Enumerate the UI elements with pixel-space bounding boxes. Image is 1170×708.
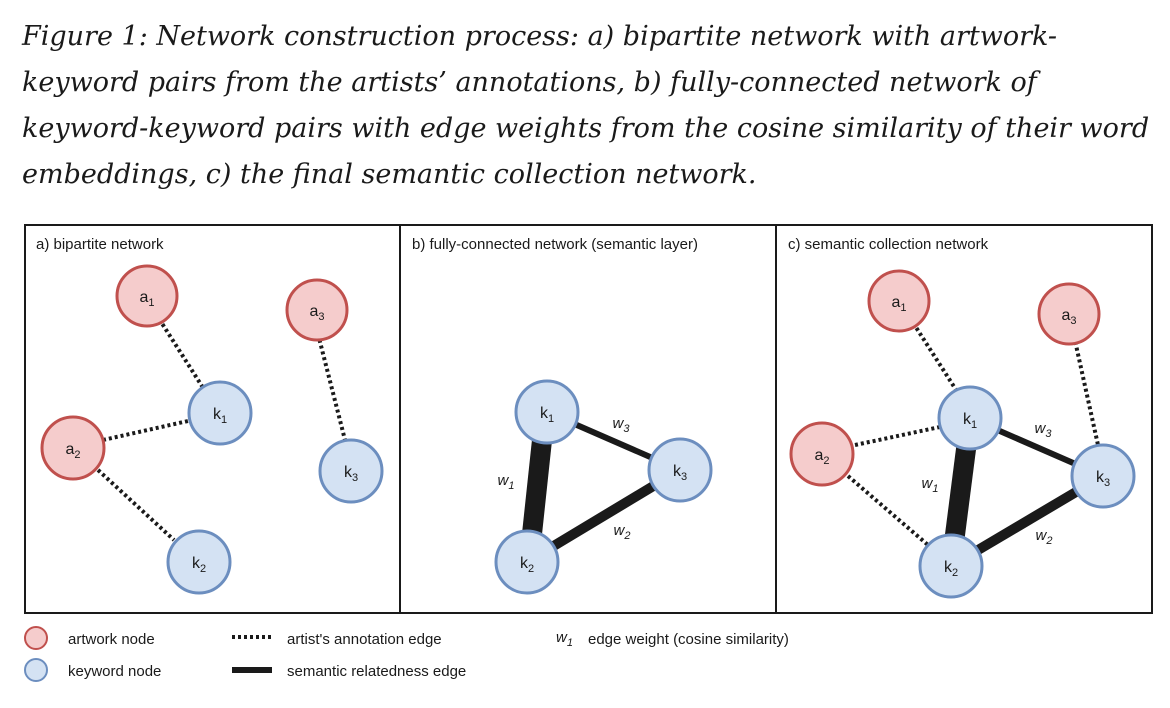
node-label-k1: k1: [540, 405, 554, 425]
legend-semantic-label: semantic relatedness edge: [287, 663, 466, 680]
panel-c-frame: [775, 224, 1153, 614]
weight-label-w1: w1: [498, 472, 515, 492]
legend-weight-symbol: w1: [556, 629, 573, 649]
panel-a-node-labels: aa11 aa22 aa33 kk11 kk22 kk33: [65, 289, 358, 575]
panel-a-edges: [96, 312, 347, 542]
node-label-k3: k3: [673, 463, 687, 483]
panel-b-frame: [399, 224, 777, 614]
weight-label-w3: w3: [1035, 420, 1053, 440]
artwork-node-a1: [115, 264, 179, 328]
annotation-edge-a2-k1: [854, 425, 941, 447]
annotation-edge-a1-k1: [154, 312, 209, 396]
artwork-node-a3: [1037, 282, 1101, 346]
node-label-a1: a1: [891, 294, 906, 314]
panel-c-nodes: [789, 269, 1136, 599]
keyword-node-k2: [918, 533, 984, 599]
weight-label-w2: w2: [614, 522, 631, 542]
keyword-node-k3: [647, 437, 713, 503]
annotation-edge-a2-k2: [846, 474, 930, 547]
keyword-node-k2: [166, 529, 232, 595]
node-label-a3: aa33: [309, 303, 324, 323]
node-label-k3: k3: [1096, 469, 1110, 489]
keyword-node-k3: [318, 438, 384, 504]
panel-a-title: a) bipartite network: [36, 236, 164, 253]
node-label-k3: kk33: [344, 464, 358, 484]
panel-a-nodes: [40, 264, 384, 595]
keyword-node-k1: [514, 379, 580, 445]
legend-weight-label: edge weight (cosine similarity): [588, 631, 789, 648]
panel-b-labels: k1 k2 k3 w1 w2 w3: [498, 405, 688, 575]
weight-label-w2: w2: [1036, 527, 1053, 547]
artwork-node-a2: [40, 415, 106, 481]
panel-b-nodes: [494, 379, 713, 595]
legend-keyword-swatch: [24, 658, 48, 682]
legend-artwork-swatch: [24, 626, 48, 650]
node-label-k1: k1: [963, 411, 977, 431]
panel-c-title: c) semantic collection network: [788, 236, 989, 253]
annotation-edge-a3-k3: [316, 333, 347, 441]
legend: artwork node keyword node artist's annot…: [24, 626, 789, 682]
weight-label-w3: w3: [613, 415, 631, 435]
annotation-edge-a1-k1: [908, 316, 962, 398]
annotation-edge-a2-k2: [96, 468, 176, 542]
panel-c-dashed-edges: [846, 316, 1100, 547]
node-label-k2: kk22: [192, 555, 206, 575]
node-label-k1: kk11: [213, 406, 227, 426]
node-label-a1: aa11: [139, 289, 154, 309]
panel-b-title: b) fully-connected network (semantic lay…: [412, 236, 698, 253]
weight-label-w1: w1: [922, 475, 939, 495]
annotation-edge-a3-k3: [1072, 335, 1100, 446]
node-label-k2: k2: [944, 559, 958, 579]
keyword-node-k1: [937, 385, 1003, 451]
legend-artwork-label: artwork node: [68, 631, 155, 648]
legend-keyword-label: keyword node: [68, 663, 161, 680]
node-label-a3: a3: [1061, 307, 1076, 327]
annotation-edge-a2-k1: [102, 419, 189, 442]
keyword-node-k1: [187, 380, 253, 446]
legend-annotation-label: artist's annotation edge: [287, 631, 442, 648]
artwork-node-a3: [285, 278, 349, 342]
figure-caption: Figure 1: Network construction process: …: [22, 21, 1150, 190]
keyword-node-k3: [1070, 443, 1136, 509]
artwork-node-a1: [867, 269, 931, 333]
artwork-node-a2: [789, 421, 855, 487]
node-label-a2: aa22: [65, 441, 80, 461]
node-label-a2: a2: [814, 447, 829, 467]
node-label-k2: k2: [520, 555, 534, 575]
panel-c-labels: a1 a2 a3 k1 k2 k3 w1 w2 w3: [814, 294, 1110, 579]
keyword-node-k2: [494, 529, 560, 595]
